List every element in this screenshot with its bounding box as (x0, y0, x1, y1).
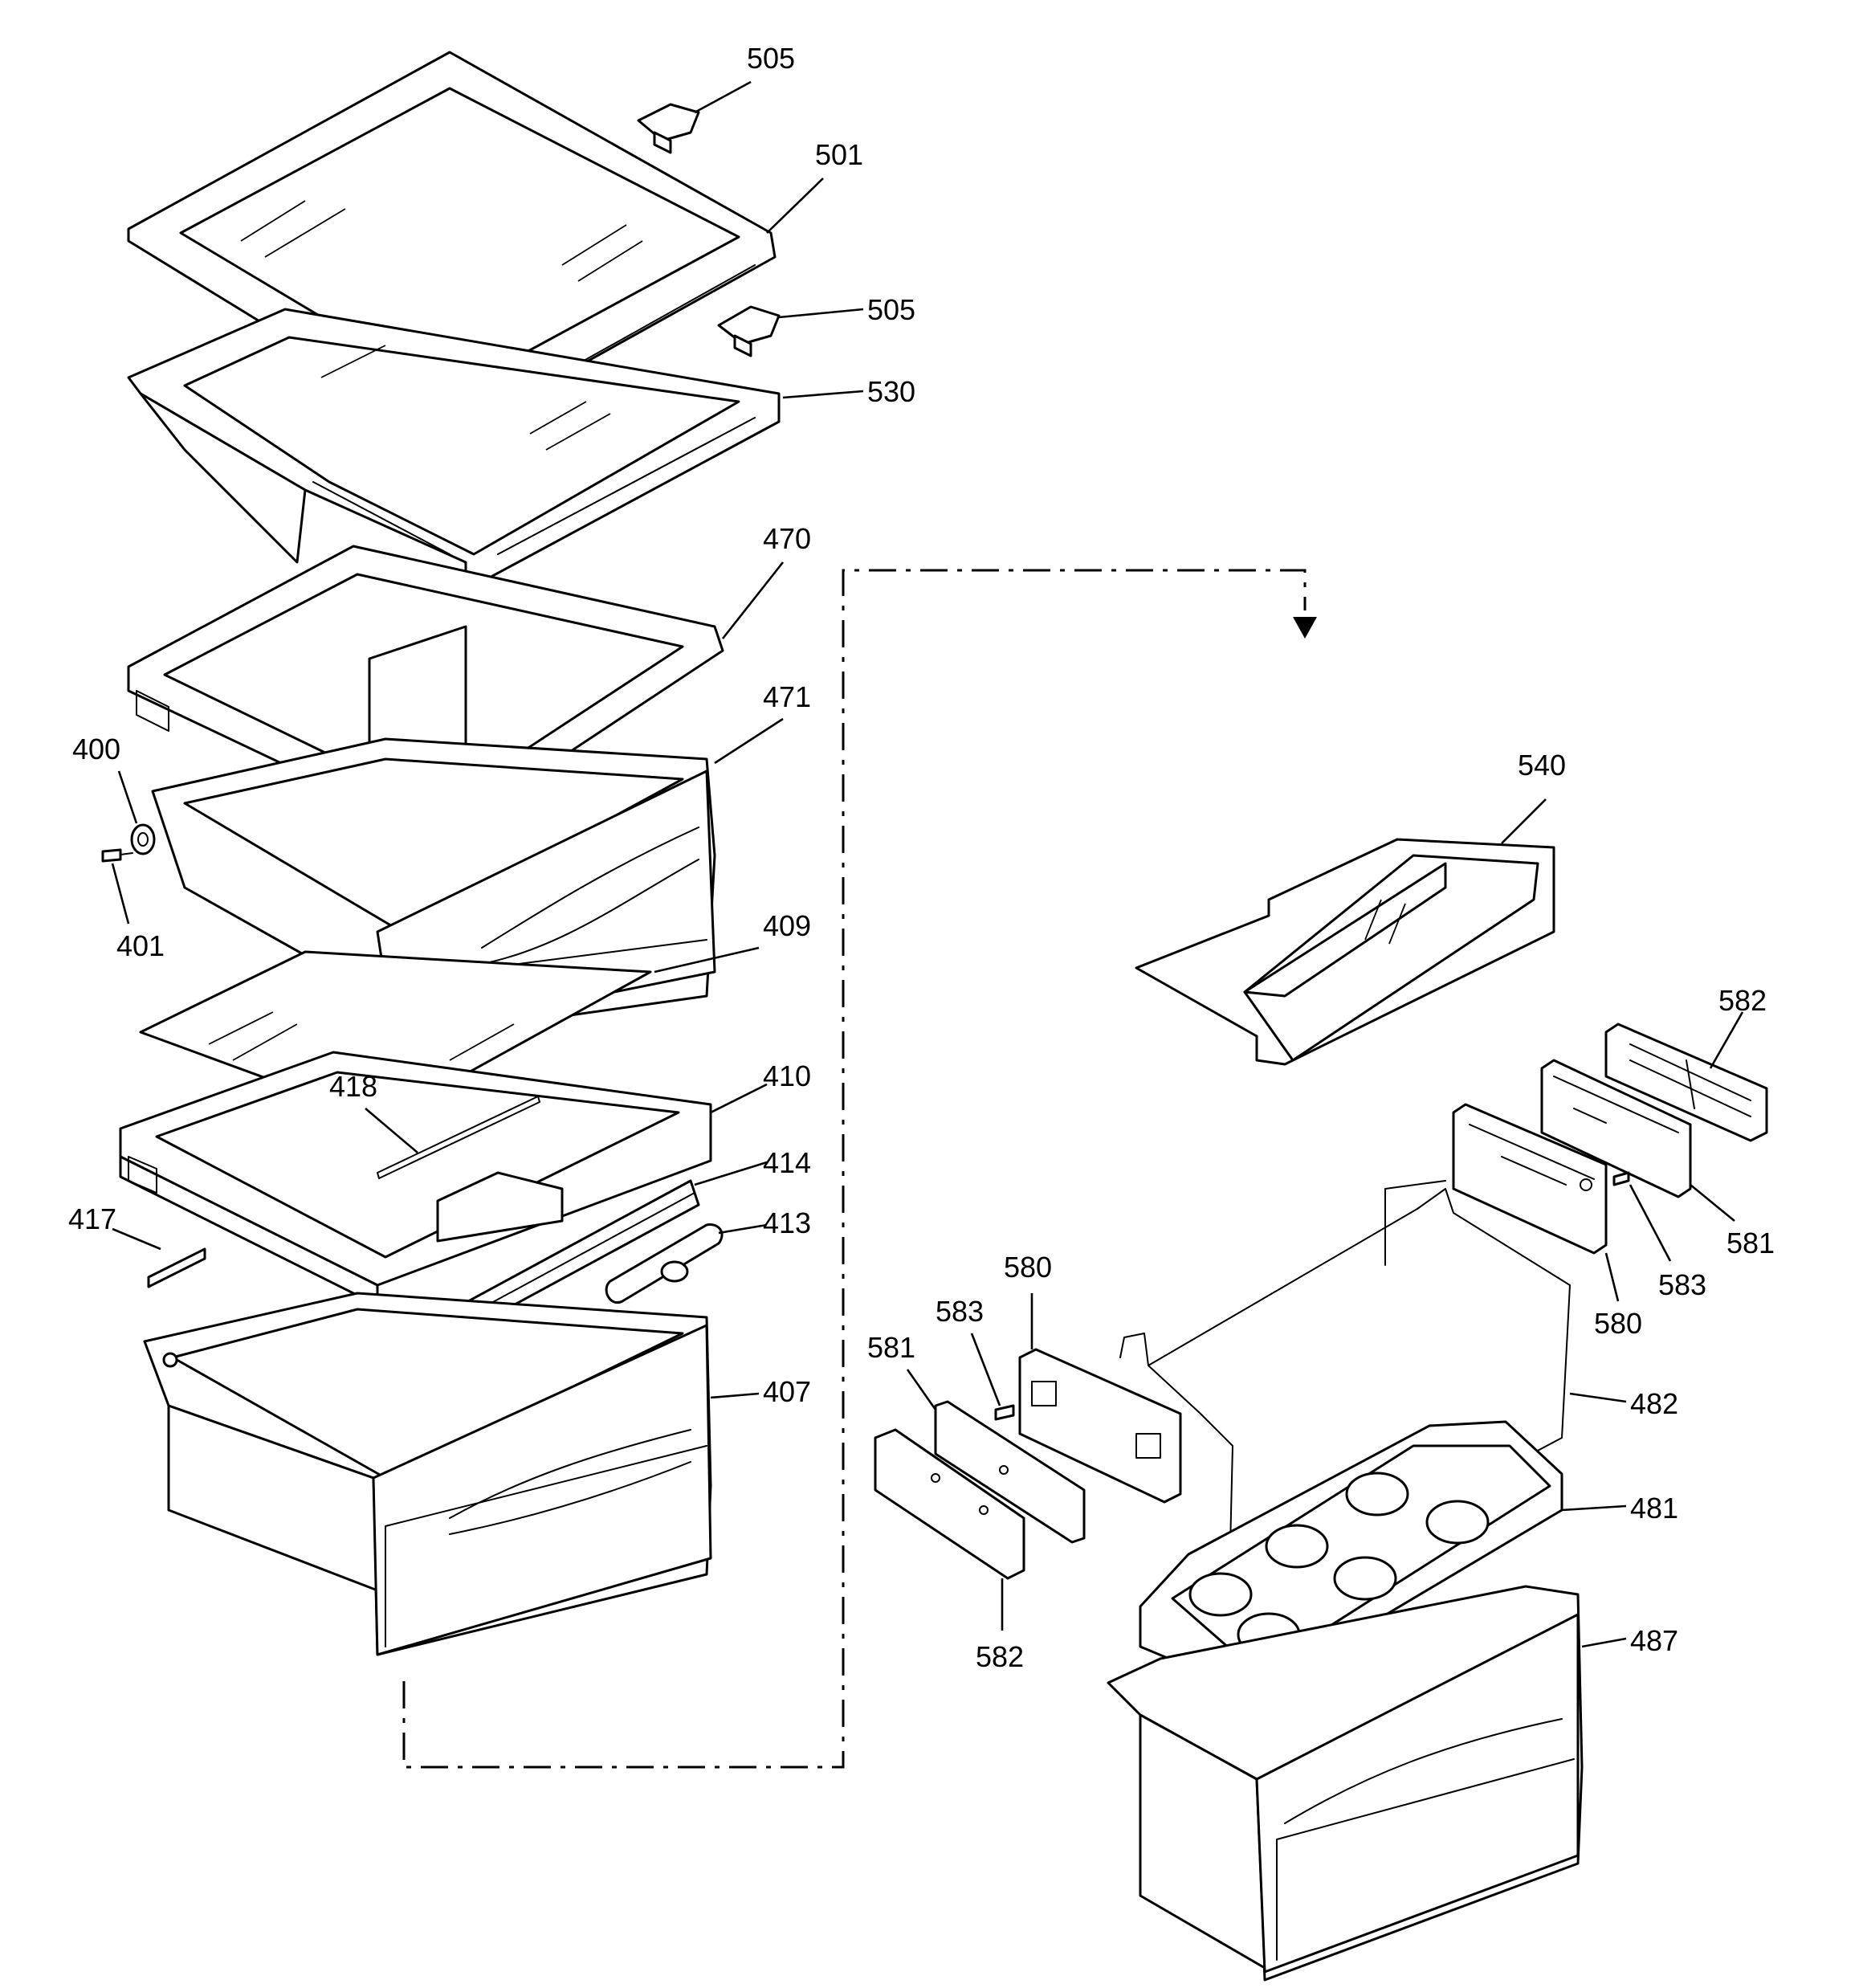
callout-413: 413 (763, 1206, 811, 1239)
part-581-rail-left (934, 1400, 1086, 1544)
callout-580-left: 580 (1004, 1251, 1052, 1284)
part-583-screw-right (1612, 1171, 1630, 1186)
callout-582-right: 582 (1718, 984, 1767, 1017)
callout-481: 481 (1630, 1492, 1678, 1525)
part-583-screw-left (994, 1404, 1015, 1421)
leader-lines (111, 80, 1744, 1648)
part-582-block-left (874, 1428, 1025, 1580)
part-505-clip-middle (717, 305, 781, 357)
callout-540: 540 (1518, 749, 1566, 782)
callout-530: 530 (867, 375, 915, 408)
part-505-clip-top (637, 103, 700, 154)
callout-471: 471 (763, 680, 811, 713)
callout-410: 410 (763, 1059, 811, 1092)
part-410-pan-frame (119, 1051, 712, 1307)
part-401-screw (101, 848, 133, 863)
callout-501: 501 (815, 138, 863, 171)
part-400-roller (130, 823, 156, 855)
part-417-rod (147, 1247, 206, 1288)
callout-505-middle: 505 (867, 293, 915, 326)
callout-505-top: 505 (747, 42, 795, 75)
callout-labels: 505 501 505 530 470 471 400 401 409 418 … (68, 42, 1775, 1673)
relocation-indicator (402, 569, 1317, 1769)
part-580-bracket-left (1018, 1348, 1182, 1504)
callout-414: 414 (763, 1146, 811, 1179)
part-501-glass-shelf (127, 51, 777, 439)
callout-580-right: 580 (1594, 1307, 1642, 1340)
callout-470: 470 (763, 522, 811, 555)
callout-487: 487 (1630, 1624, 1678, 1657)
callout-482: 482 (1630, 1387, 1678, 1420)
part-540-upper-tray (1135, 838, 1555, 1066)
part-487-bottom-drawer (1107, 1585, 1584, 1982)
part-418-rail (377, 1096, 540, 1179)
part-582-block-right (1604, 1023, 1768, 1142)
part-407-pan-drawer (143, 1292, 712, 1656)
part-580-bracket-right (1452, 1103, 1608, 1255)
callout-407: 407 (763, 1375, 811, 1408)
callout-582-left: 582 (976, 1640, 1024, 1673)
callout-401: 401 (116, 929, 165, 962)
callout-418: 418 (329, 1070, 377, 1103)
callout-417: 417 (68, 1202, 116, 1235)
callout-581-left: 581 (867, 1331, 915, 1364)
callout-583-left: 583 (936, 1295, 984, 1328)
callout-583-right: 583 (1658, 1268, 1706, 1301)
part-581-rail-right (1540, 1059, 1692, 1198)
callout-409: 409 (763, 909, 811, 942)
callout-400: 400 (72, 733, 120, 765)
part-530-shelf-frame (127, 308, 781, 592)
part-413-handle (605, 1223, 724, 1304)
callout-581-right: 581 (1726, 1227, 1775, 1259)
part-482-wire-rack (1119, 1180, 1571, 1615)
